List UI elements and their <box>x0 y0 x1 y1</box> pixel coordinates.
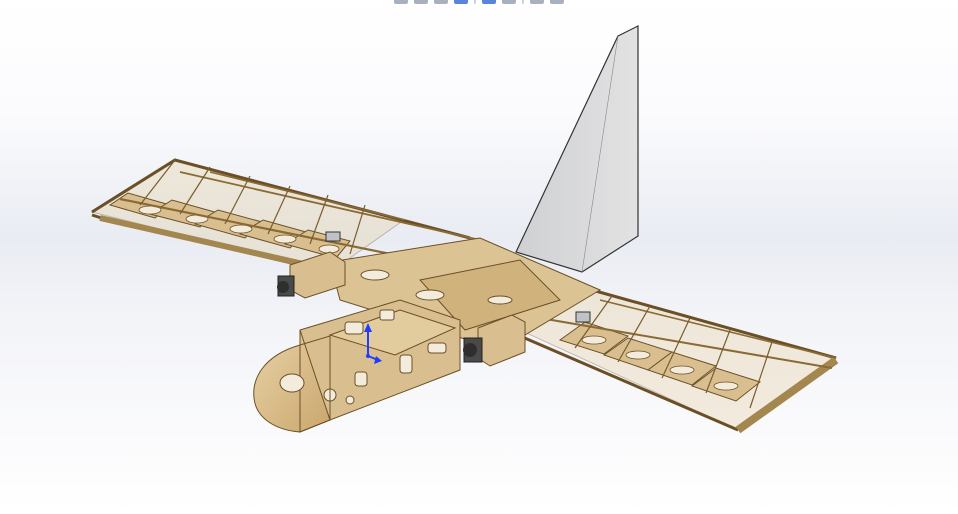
zoom-area-icon[interactable] <box>414 0 428 4</box>
right-motor-nacelle[interactable] <box>463 314 526 367</box>
servo[interactable] <box>325 231 591 323</box>
section-view-icon[interactable] <box>454 0 468 4</box>
fuselage[interactable] <box>253 299 461 433</box>
previous-view-icon[interactable] <box>434 0 448 4</box>
view-orientation-icon[interactable] <box>482 0 496 4</box>
heads-up-view-toolbar <box>348 0 610 5</box>
vertical-fin[interactable] <box>515 25 639 273</box>
zoom-to-fit-icon[interactable] <box>394 0 408 4</box>
coordinate-triad-icon <box>364 323 382 364</box>
toolbar-separator <box>522 0 524 4</box>
left-motor-nacelle[interactable] <box>277 251 346 299</box>
appearance-icon[interactable] <box>550 0 564 4</box>
left-wing[interactable] <box>90 158 481 278</box>
center-wing-section[interactable] <box>329 237 602 351</box>
display-style-icon[interactable] <box>502 0 516 4</box>
hide-show-icon[interactable] <box>530 0 544 4</box>
toolbar-separator <box>474 0 476 4</box>
right-wing[interactable] <box>518 288 839 434</box>
